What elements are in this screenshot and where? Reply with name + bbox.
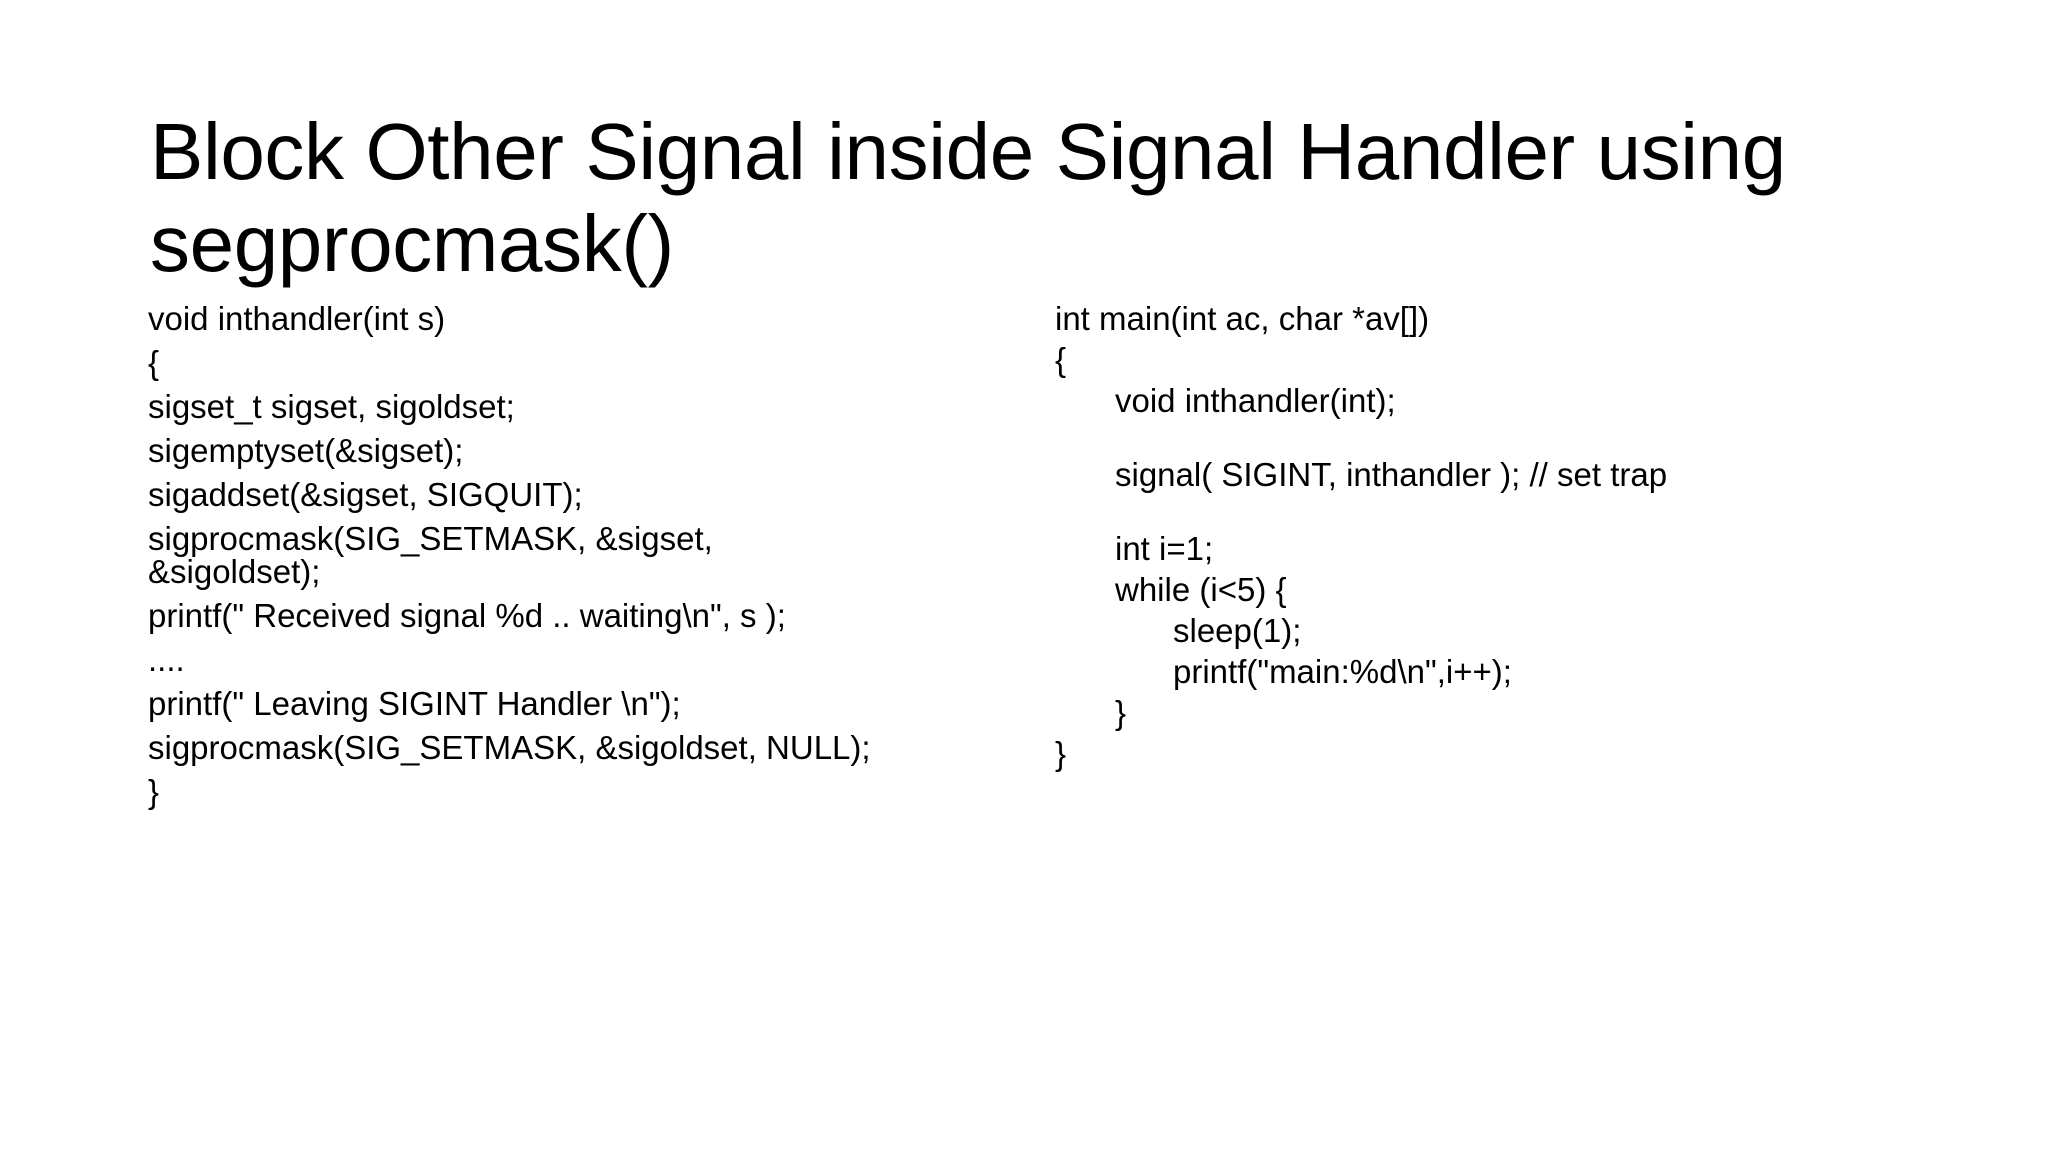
code-line: } — [1115, 694, 1127, 731]
code-line: sleep(1); — [1173, 612, 1302, 649]
code-line: sigemptyset(&sigset); — [148, 432, 464, 469]
code-line: } — [148, 773, 160, 810]
code-line: sigaddset(&sigset, SIGQUIT); — [148, 476, 583, 513]
code-line: sigprocmask(SIG_SETMASK, &sigoldset, NUL… — [148, 729, 871, 766]
code-line: printf(" Received signal %d .. waiting\n… — [148, 597, 786, 634]
code-line: &sigoldset); — [148, 553, 321, 590]
code-line: sigset_t sigset, sigoldset; — [148, 388, 515, 425]
code-line: printf("main:%d\n",i++); — [1173, 653, 1512, 690]
code-line: void inthandler(int s) — [148, 300, 446, 337]
code-line: sigprocmask(SIG_SETMASK, &sigset, — [148, 520, 713, 557]
code-line: } — [1055, 735, 1067, 772]
code-line: int i=1; — [1115, 530, 1214, 567]
code-line: while (i<5) { — [1115, 571, 1287, 608]
page-title: Block Other Signal inside Signal Handler… — [150, 106, 1808, 289]
code-block-signal-handler: void inthandler(int s) { sigset_t sigset, … — [148, 302, 978, 819]
code-line: .... — [148, 641, 185, 678]
code-line: int main(int ac, char *av[]) — [1055, 300, 1430, 337]
code-line: printf(" Leaving SIGINT Handler \n"); — [148, 685, 681, 722]
code-line: { — [148, 344, 160, 381]
code-line: signal( SIGINT, inthandler ); // set tra… — [1115, 456, 1668, 493]
code-line: void inthandler(int); — [1115, 382, 1396, 419]
code-block-main: int main(int ac, char *av[]) { void inthan… — [1055, 302, 1885, 778]
code-line: { — [1055, 341, 1067, 378]
